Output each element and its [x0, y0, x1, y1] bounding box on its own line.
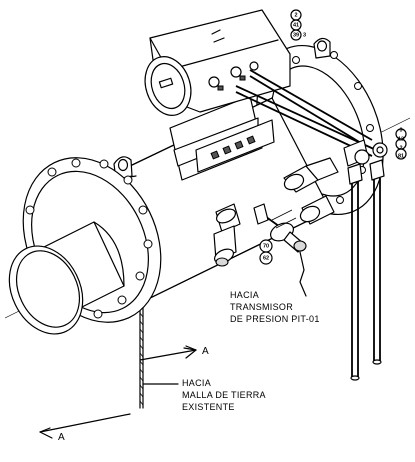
tube-fittings	[343, 139, 388, 185]
ground-note: HACIA MALLA DE TIERRA EXISTENTE	[182, 378, 266, 412]
grounding-wire	[139, 295, 144, 409]
section-marker-upper	[139, 345, 197, 361]
ground-note-line-2: MALLA DE TIERRA	[182, 390, 266, 400]
balloon-middle-2: 62	[263, 255, 269, 261]
transmitter-note-line-1: HACIA	[230, 290, 259, 300]
pressure-tap-valve	[213, 203, 307, 267]
transmitter-note: HACIA TRANSMISOR DE PRESION PIT-01	[230, 290, 320, 324]
balloon-right-2: 12	[398, 136, 404, 142]
balloon-right-1: 3	[399, 127, 402, 133]
transmitter-head	[144, 9, 291, 181]
balloon-top-4: 39	[293, 32, 299, 38]
transmitter-note-line-3: DE PRESION PIT-01	[230, 314, 320, 324]
ground-note-line-1: HACIA	[182, 378, 211, 388]
lifting-lug-right	[313, 37, 331, 59]
balloon-right-4: 81	[398, 153, 404, 159]
balloon-middle-stack: 70 62	[259, 239, 273, 265]
pipe-stub	[8, 221, 125, 335]
instrument-tap-upper	[283, 157, 339, 193]
balloon-top-stack: 2 41 3 39	[290, 9, 306, 41]
balloon-top-1: 2	[294, 12, 297, 18]
transmitter-note-line-2: TRANSMISOR	[230, 302, 293, 312]
ground-note-line-3: EXISTENTE	[182, 402, 235, 412]
section-label-lower: A	[58, 432, 65, 443]
instrument-tap-lower	[299, 195, 335, 225]
balloon-middle-1: 70	[263, 243, 269, 249]
balloon-top-3: 3	[303, 32, 306, 38]
transmitter-leader	[299, 251, 307, 297]
section-marker-lower	[39, 413, 131, 439]
section-label-upper: A	[202, 346, 209, 357]
balloon-right-stack: 3 12 2 81	[395, 127, 407, 160]
balloon-top-2: 41	[293, 22, 299, 28]
balloon-right-3: 2	[399, 145, 402, 151]
